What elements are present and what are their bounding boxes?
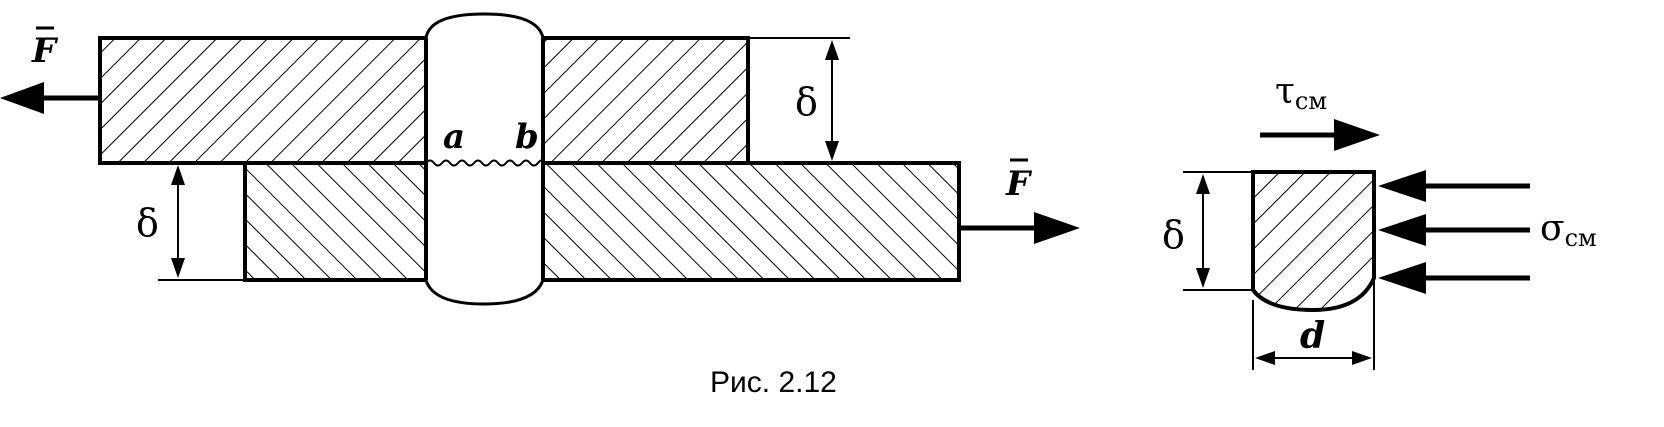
- upper-thickness-label: δ: [795, 80, 818, 124]
- force-right-label: F: [1005, 164, 1033, 204]
- bearing-stress-label: σсм: [1540, 208, 1597, 252]
- rivet-bottom-head: [424, 279, 545, 306]
- detail-thickness-label: δ: [1162, 213, 1185, 257]
- bearing-stress-arrows: [1378, 170, 1530, 294]
- figure-caption: Рис. 2.12: [710, 366, 837, 399]
- bearing-stress-symbol: σ: [1540, 208, 1565, 249]
- shear-stress-symbol: τ: [1275, 71, 1295, 112]
- diameter-label: d: [1300, 315, 1325, 357]
- upper-plate-left-section: [98, 36, 428, 165]
- rivet: [424, 12, 545, 306]
- shear-stress-label: τсм: [1275, 71, 1327, 115]
- shear-stress-arrow: [1260, 119, 1380, 151]
- upper-plate-right-section: [541, 36, 750, 165]
- force-right-arrow: [959, 212, 1080, 244]
- rivet-fragment-detail: [1251, 170, 1376, 313]
- rivet-fragment-shape: [1251, 170, 1376, 313]
- upper-thickness-dimension: [748, 37, 850, 164]
- lower-plate-right-section: [541, 161, 961, 282]
- upper-plate: [98, 36, 750, 165]
- diameter-dimension: [1252, 280, 1375, 370]
- lower-plate-left-section: [243, 161, 428, 282]
- force-left-label: F: [31, 31, 59, 71]
- point-a-label: a: [443, 117, 465, 157]
- shear-stress-subscript: см: [1295, 87, 1327, 115]
- bearing-stress-subscript: см: [1565, 224, 1597, 252]
- rivet-top-head: [424, 12, 545, 39]
- lower-plate: [243, 161, 961, 282]
- lower-thickness-label: δ: [136, 201, 159, 245]
- detail-thickness-dimension: [1183, 171, 1253, 291]
- shear-plane-wavy-line: [425, 159, 544, 167]
- lower-thickness-dimension: [158, 162, 245, 281]
- point-b-label: b: [515, 117, 539, 157]
- force-left-arrow: [0, 82, 100, 114]
